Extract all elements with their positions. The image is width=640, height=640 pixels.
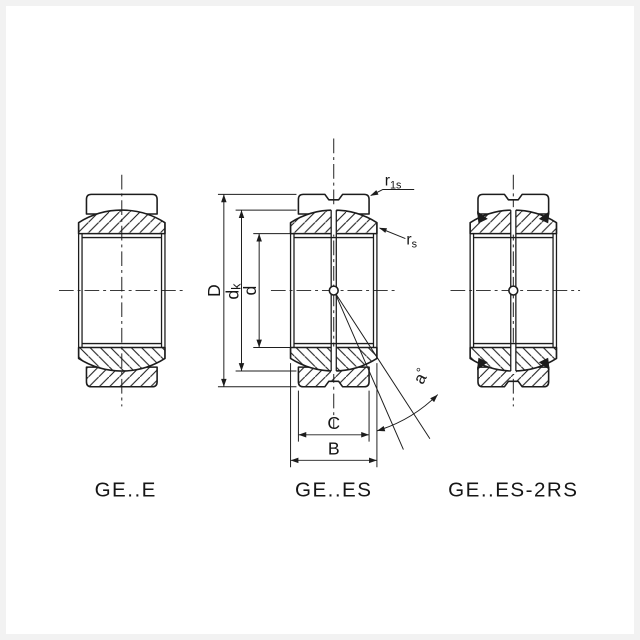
lube-groove-top — [510, 207, 516, 235]
leader-r1s-arrow — [370, 190, 379, 196]
angle-arc — [376, 394, 439, 432]
angle-rays — [335, 293, 431, 450]
seal-bottom-right — [538, 357, 550, 371]
leader-r1s: r1s — [370, 173, 415, 196]
captions: GE..E GE..ES GE..ES-2RS — [95, 479, 578, 502]
dimension-annotations: D dk d C B r1s — [204, 173, 439, 468]
dim-label-r1s: r1s — [385, 173, 402, 192]
leader-rs: rs — [378, 227, 417, 250]
dim-d-lines — [253, 233, 297, 348]
dim-label-rs: rs — [406, 231, 417, 250]
outer-ring-bottom-section — [85, 366, 158, 388]
lube-hole-center — [508, 285, 519, 296]
dim-D: D — [204, 193, 297, 388]
dim-dk-lines — [235, 209, 297, 372]
dim-C-lines — [297, 390, 370, 442]
dim-D-lines — [217, 193, 297, 388]
dim-label-C: C — [327, 413, 340, 433]
dim-C: C — [297, 390, 370, 442]
dim-label-a: a° — [409, 365, 433, 387]
bearing-ge-e — [58, 174, 185, 407]
dim-label-dk: dk — [223, 283, 244, 300]
dim-d: d — [240, 233, 297, 348]
dim-B: B — [290, 363, 378, 468]
dim-B-lines — [290, 363, 378, 468]
inner-ring-top-section — [77, 209, 166, 235]
dim-label-d: d — [240, 286, 260, 296]
bearing-drawing: D dk d C B r1s — [58, 138, 581, 502]
caption-ge-e: GE..E — [95, 479, 157, 502]
bearing-ge-es-2rs — [450, 174, 581, 407]
angle-arc-arrows — [376, 394, 438, 432]
caption-ge-es-2rs: GE..ES-2RS — [448, 479, 578, 502]
seal-top-right — [538, 211, 550, 224]
dim-label-D: D — [204, 284, 224, 297]
dim-angle-a: a° — [335, 293, 439, 450]
caption-ge-es: GE..ES — [295, 479, 373, 502]
dim-dk: dk — [223, 209, 297, 372]
lube-groove-top — [331, 207, 337, 235]
lube-groove-bottom — [510, 346, 516, 374]
seal-bottom-left — [477, 357, 488, 371]
leader-rs-arrow — [378, 227, 388, 233]
dim-label-B: B — [328, 438, 340, 458]
lube-hole-center — [328, 285, 339, 296]
bearing-ge-es — [270, 138, 399, 428]
dim-C-arrows — [298, 432, 370, 438]
outer-ring-bottom-section — [477, 366, 550, 388]
lube-groove-bottom — [331, 346, 337, 374]
seal-top-left — [477, 211, 488, 224]
